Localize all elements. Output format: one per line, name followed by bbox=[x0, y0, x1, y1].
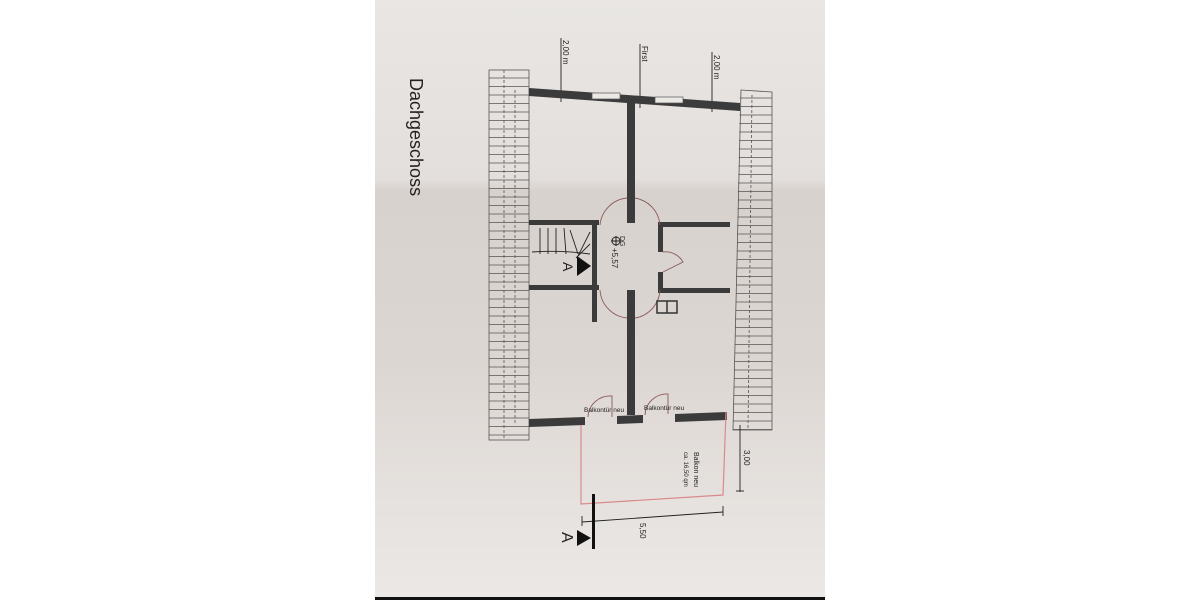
level-marker: DG +5,57 bbox=[610, 236, 625, 269]
right-roof-strip bbox=[732, 89, 773, 431]
balcony-width-label: 5,50 bbox=[638, 523, 647, 539]
left-roof-strip bbox=[488, 69, 530, 441]
balcony-doors bbox=[587, 393, 669, 418]
hall-door-arcs bbox=[599, 197, 684, 319]
staircase bbox=[531, 227, 591, 259]
section-marker-bottom: A bbox=[558, 494, 595, 549]
plan-title: Dachgeschoss bbox=[406, 78, 426, 196]
right-height-label: 2,00 m bbox=[712, 55, 721, 80]
left-height-label: 2,00 m bbox=[561, 40, 570, 65]
level-value: +5,57 bbox=[610, 248, 619, 269]
ridge-label: First bbox=[640, 46, 649, 62]
section-label-bottom: A bbox=[558, 532, 575, 543]
photo-edge bbox=[375, 597, 825, 600]
section-marker-top: A bbox=[560, 256, 591, 276]
balcony-depth-label: 3,00 bbox=[742, 450, 751, 466]
section-label-top: A bbox=[560, 262, 576, 272]
balcony-label: Balkon neu bbox=[692, 452, 699, 487]
balcony-area: ca. 16,50 qm bbox=[682, 452, 688, 487]
level-label: DG bbox=[618, 236, 625, 247]
balcony-door-label-2: Balkontür neu bbox=[644, 405, 684, 412]
balcony-door-label-1: Balkontür neu bbox=[584, 407, 624, 414]
balcony-outline bbox=[580, 411, 727, 505]
chimney bbox=[656, 300, 678, 314]
balcony-dimensions bbox=[581, 425, 744, 526]
walls bbox=[529, 88, 740, 427]
